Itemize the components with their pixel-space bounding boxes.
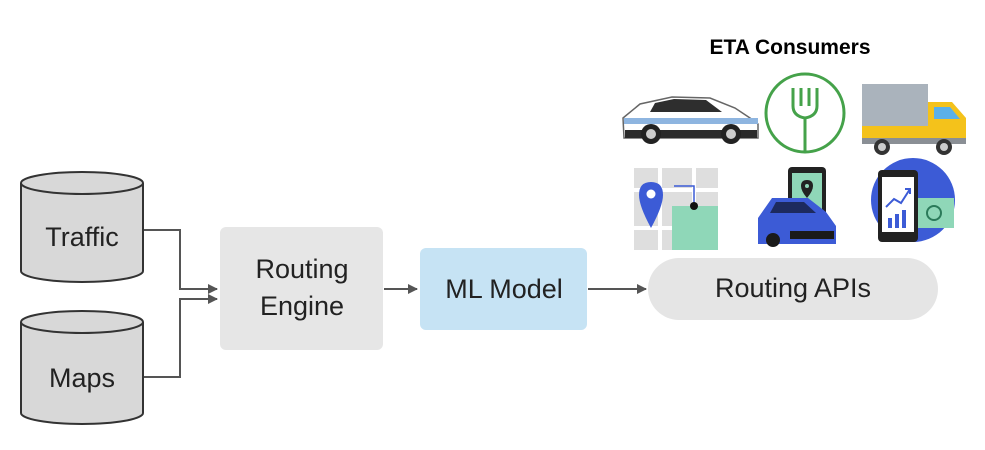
traffic-label: Traffic (45, 222, 119, 252)
routing-apis-ellipse: Routing APIs (648, 258, 938, 320)
routing-apis-label: Routing APIs (715, 273, 871, 303)
ml-model-box: ML Model (420, 248, 587, 330)
edges (142, 229, 647, 378)
fork-icon (764, 72, 846, 154)
phone-car-icon (758, 167, 836, 247)
eta-consumer-icons (622, 72, 966, 250)
phone-chart-icon (871, 158, 955, 242)
delivery-truck-icon (862, 84, 966, 155)
routing-engine-box: Routing Engine (220, 227, 383, 350)
traffic-database: Traffic (20, 171, 144, 283)
maps-database: Maps (20, 310, 144, 425)
ml-model-label: ML Model (445, 274, 563, 304)
edge-maps-to-routing-engine (142, 294, 218, 378)
routing-engine-label-line2: Engine (260, 291, 344, 321)
car-icon (622, 96, 759, 144)
eta-consumers-title: ETA Consumers (709, 36, 870, 59)
edge-traffic-to-routing-engine (142, 229, 218, 294)
routing-engine-label-line1: Routing (255, 254, 348, 284)
map-pin-icon (634, 168, 718, 250)
maps-label: Maps (49, 363, 115, 393)
